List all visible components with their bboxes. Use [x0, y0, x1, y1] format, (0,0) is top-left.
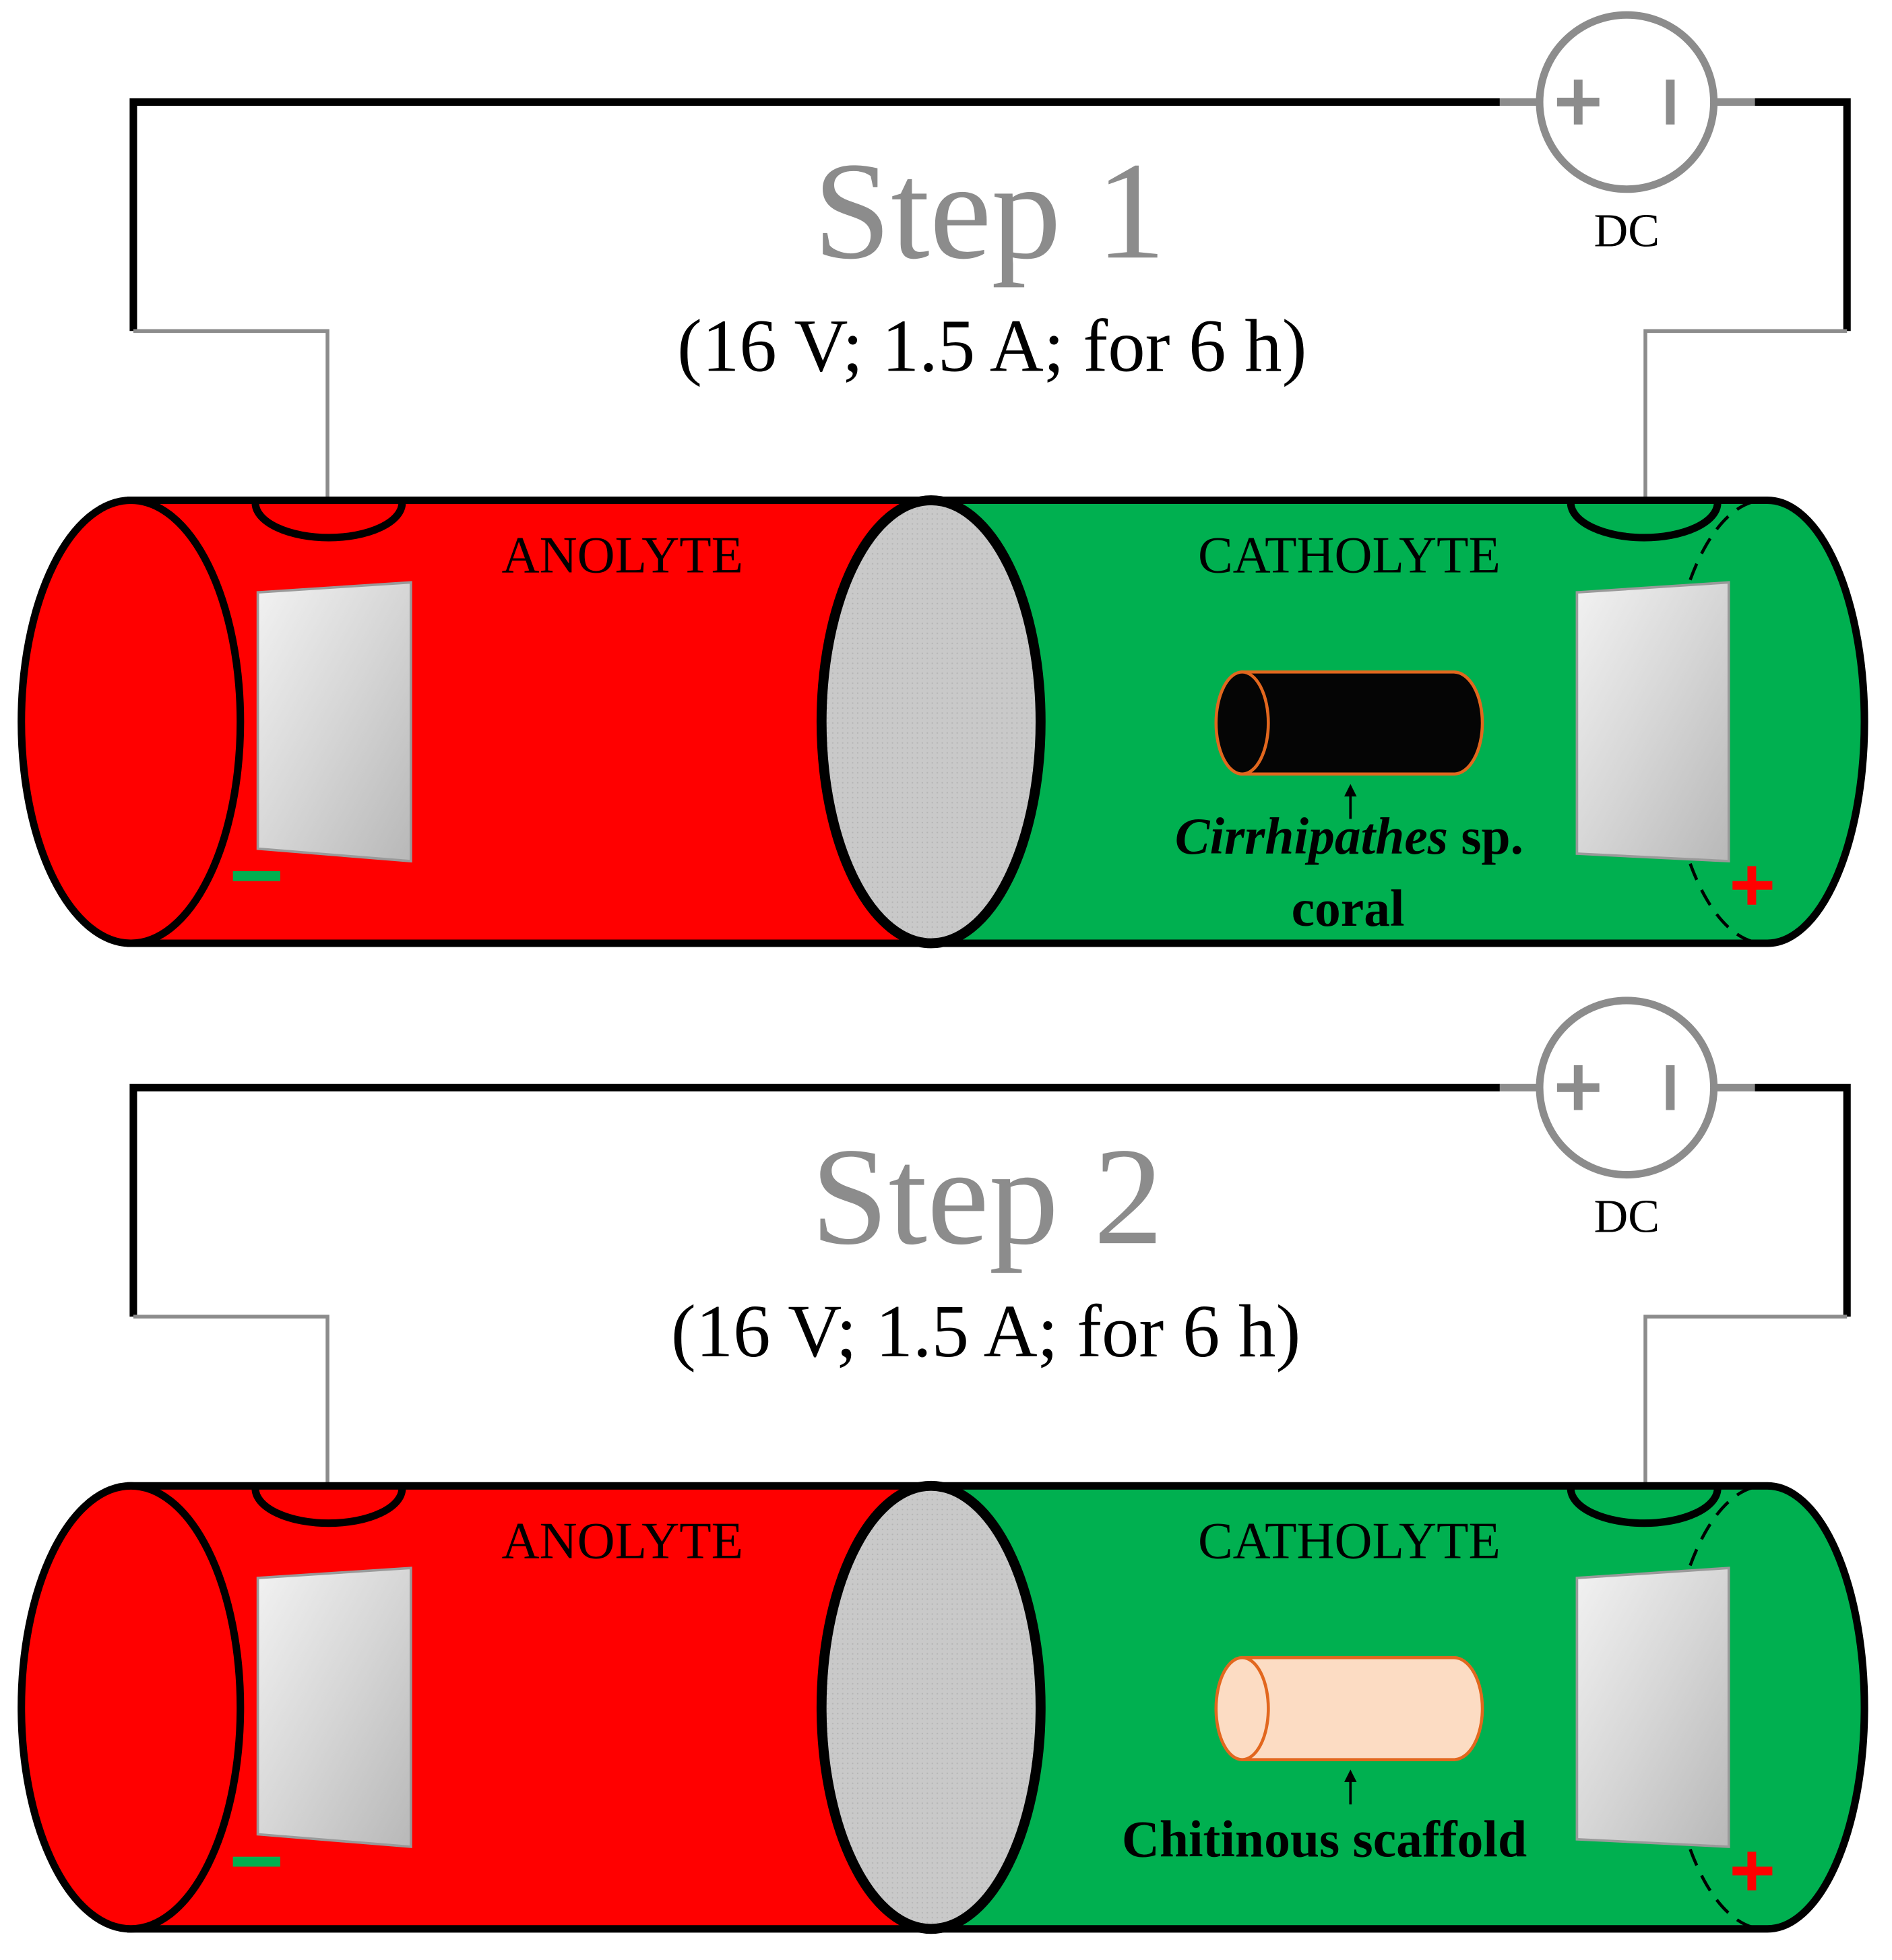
sample-label-italic: Cirrhipathes [1175, 807, 1448, 865]
cathode-electrode-plate [256, 581, 412, 863]
step-conditions: (16 V; 1.5 A; for 6 h) [677, 304, 1307, 387]
catholyte-label: CATHOLYTE [1198, 1511, 1501, 1569]
step-conditions: (16 V; 1.5 A; for 6 h) [671, 1290, 1301, 1372]
anode-electrode-plate [1575, 1567, 1730, 1848]
sample-pointer-arrow [1344, 784, 1357, 819]
plus-sign-icon [1732, 866, 1773, 905]
plus-sign-icon [1732, 1852, 1773, 1891]
dc-label: DC [1594, 205, 1660, 257]
cell-end-cap [18, 1482, 245, 1933]
dc-source-icon [1536, 997, 1718, 1179]
step-1-panel: DC Step 1 (16 V; 1.5 A; for 6 h) ANOLYTE… [18, 11, 1868, 949]
circuit-wiring [129, 98, 1851, 593]
step-2-panel: DC Step 2 (16 V; 1.5 A; for 6 h) ANOLYTE… [18, 997, 1868, 1934]
minus-sign-icon [232, 871, 280, 881]
anolyte-label: ANOLYTE [502, 1511, 743, 1569]
step-title: Step 2 [811, 1119, 1163, 1273]
sample-label: Chitinous scaffold [1122, 1810, 1527, 1868]
sample-label-line2: coral [1292, 879, 1405, 937]
separation-membrane [816, 495, 1046, 949]
anode-electrode-plate [1575, 581, 1730, 863]
sample-cylinder [1214, 1655, 1484, 1761]
step-title: Step 1 [813, 133, 1166, 288]
sample-label: Cirrhipathes sp. [1175, 807, 1523, 865]
dc-source-icon [1536, 11, 1718, 193]
sample-cylinder [1214, 670, 1484, 776]
sample-label-rest: sp. [1448, 807, 1523, 865]
separation-membrane [816, 1480, 1046, 1934]
cathode-electrode-plate [256, 1567, 412, 1848]
catholyte-label: CATHOLYTE [1198, 526, 1501, 584]
sample-label-rest: Chitinous scaffold [1122, 1810, 1527, 1868]
dc-label: DC [1594, 1191, 1660, 1243]
sample-pointer-arrow [1344, 1769, 1357, 1805]
anolyte-label: ANOLYTE [502, 526, 743, 584]
cell-end-cap [18, 496, 245, 947]
minus-sign-icon [232, 1856, 280, 1867]
